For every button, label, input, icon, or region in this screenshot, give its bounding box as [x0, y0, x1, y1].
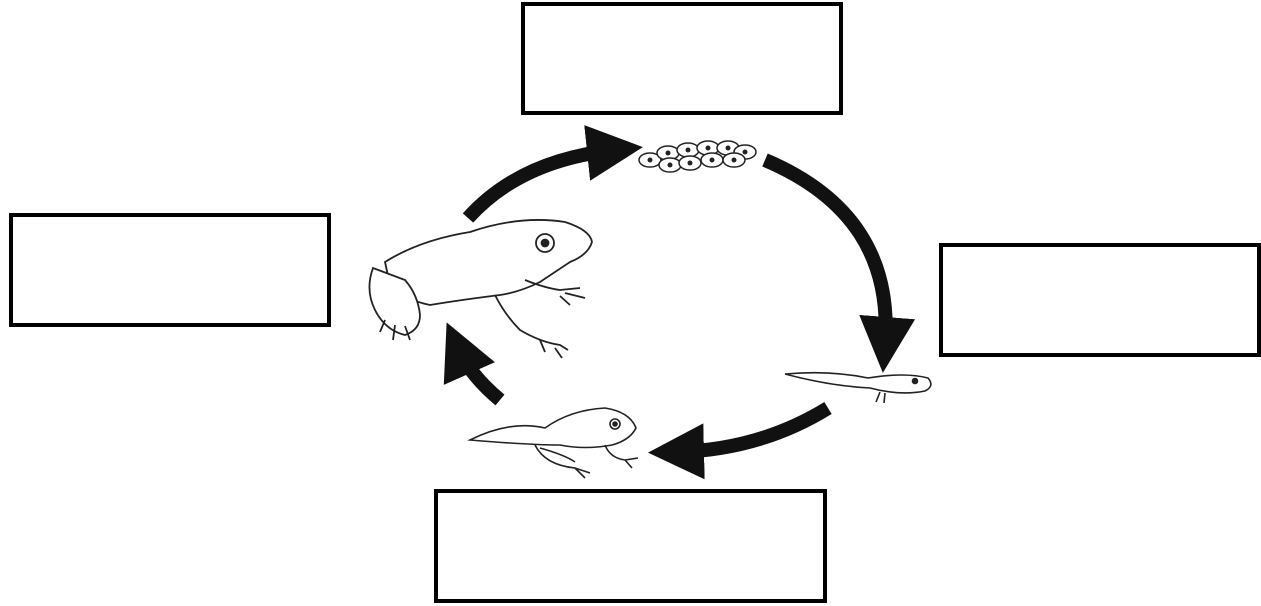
- label-box-left[interactable]: [9, 213, 331, 327]
- arrow-eggs-to-tadpole: [765, 160, 886, 345]
- label-box-bottom[interactable]: [434, 489, 827, 603]
- label-box-top[interactable]: [521, 2, 843, 115]
- arrow-adult-to-eggs: [468, 150, 615, 218]
- adult-frog-icon: [369, 220, 592, 358]
- tadpole-icon: [785, 373, 931, 403]
- label-box-right[interactable]: [939, 243, 1261, 357]
- arrow-froglet-to-adult: [458, 348, 500, 400]
- froglet-icon: [470, 408, 638, 478]
- frog-eggs-icon: [639, 141, 756, 172]
- arrow-tadpole-to-froglet: [676, 408, 828, 452]
